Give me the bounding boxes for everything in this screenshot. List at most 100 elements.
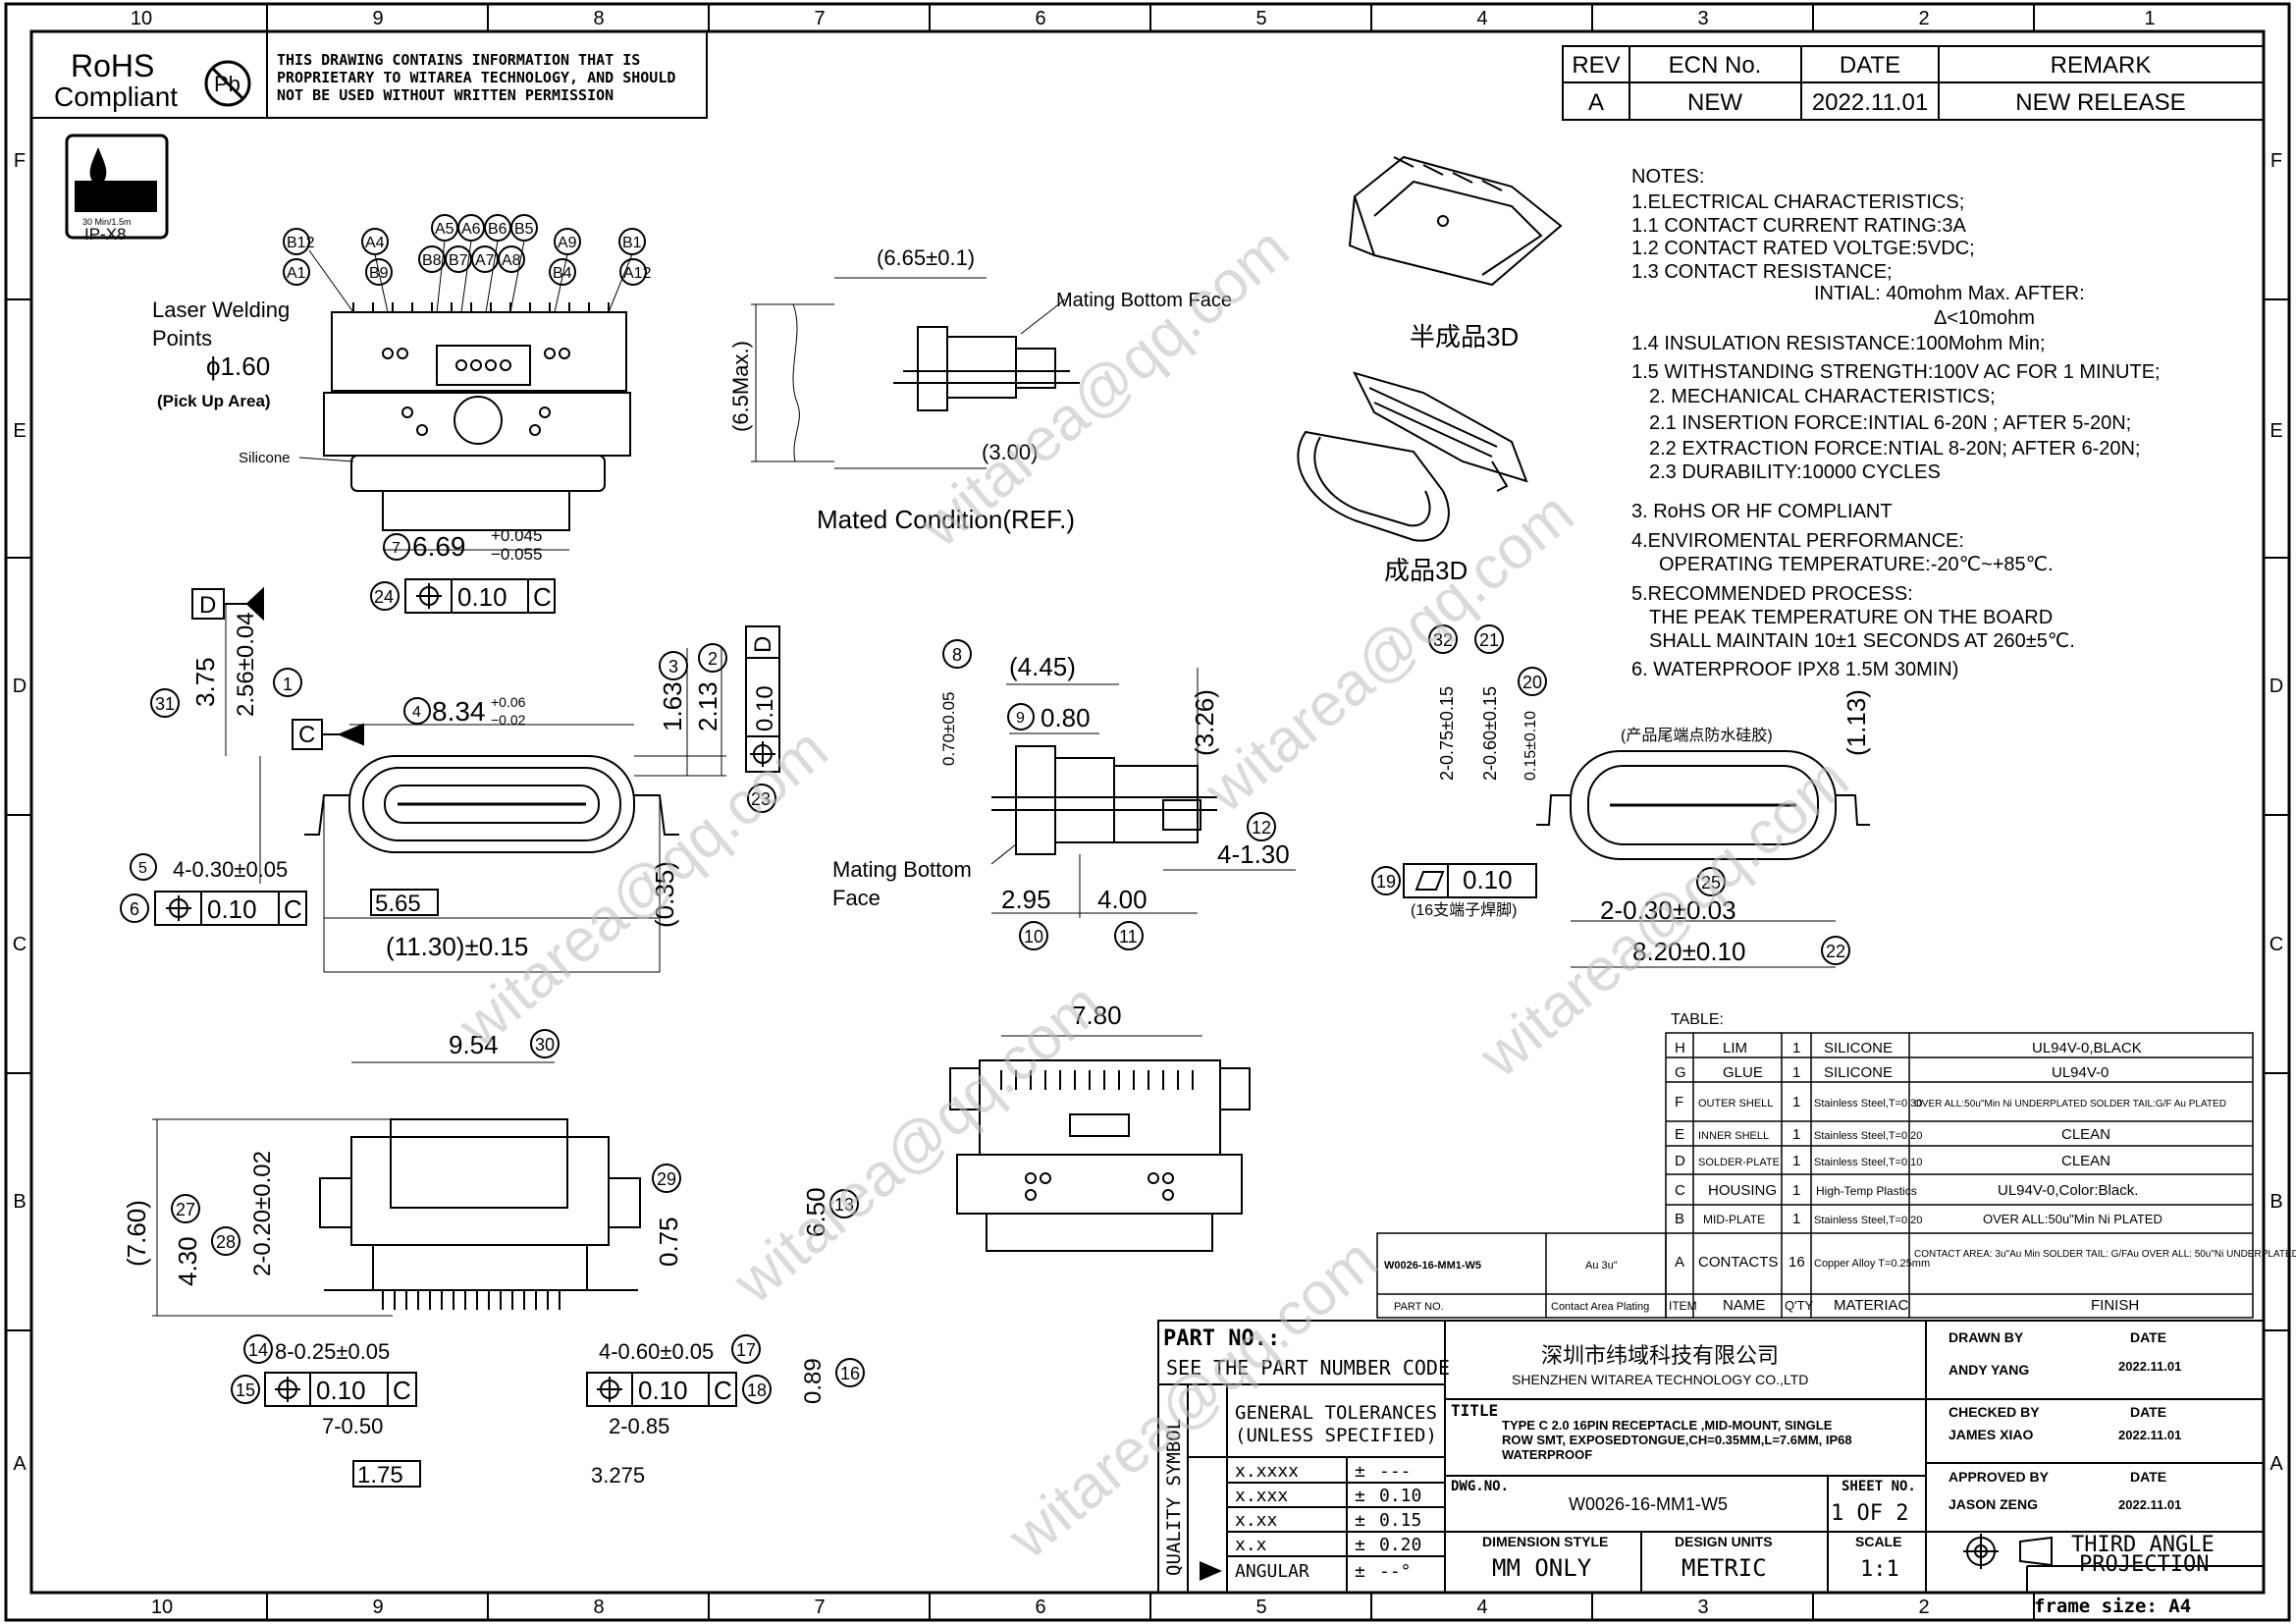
sheet-value: 1 OF 2 bbox=[1831, 1501, 1908, 1526]
col-label: 4 bbox=[1476, 8, 1487, 29]
checked-date-value: 2022.11.01 bbox=[2118, 1428, 2181, 1442]
sheet-border: 10 9 8 7 6 5 4 3 2 1 10 9 8 7 6 5 4 3 2 … bbox=[4, 2, 2291, 1622]
date-header: DATE bbox=[1840, 52, 1900, 79]
dim-669-plus: +0.045 bbox=[491, 526, 542, 545]
table-cell: Copper Alloy T=0.25mm bbox=[1814, 1258, 1930, 1270]
dim-565: 5.65 bbox=[375, 891, 421, 917]
rohs-block: RoHS Compliant Pb THIS DRAWING CONTAINS … bbox=[30, 30, 708, 119]
dim-326: (3.26) bbox=[1190, 689, 1219, 756]
note-line: 1.1 CONTACT CURRENT RATING:3A bbox=[1631, 215, 1966, 237]
dim-780: 7.80 bbox=[1072, 1001, 1122, 1030]
table-cell: INNER SHELL bbox=[1698, 1130, 1769, 1142]
dim-400: 4.00 bbox=[1097, 885, 1148, 914]
svg-text:10: 10 bbox=[1024, 927, 1043, 947]
note-line: 1.4 INSULATION RESISTANCE:100Mohm Min; bbox=[1631, 333, 2046, 354]
col-label: 9 bbox=[372, 1597, 383, 1618]
watermark: witarea@qq.com bbox=[721, 970, 1115, 1317]
table-cell: SOLDER-PLATE bbox=[1698, 1157, 1780, 1168]
svg-text:12: 12 bbox=[1252, 818, 1271, 838]
col-label: 6 bbox=[1035, 8, 1045, 29]
table-cell: HOUSING bbox=[1708, 1182, 1777, 1199]
pin-label: B12 bbox=[287, 235, 315, 251]
row-label: E bbox=[2269, 420, 2282, 442]
col-label: 7 bbox=[814, 1597, 825, 1618]
dim-style-value: MM ONLY bbox=[1492, 1554, 1592, 1582]
dim-175: 1.75 bbox=[357, 1462, 403, 1489]
table-cell: UL94V-0,Color:Black. bbox=[1998, 1182, 2138, 1199]
projection-line-1: THIRD ANGLE bbox=[2071, 1533, 2215, 1557]
dim-2085: 2-0.85 bbox=[609, 1414, 669, 1438]
table-cell: E bbox=[1675, 1126, 1684, 1143]
svg-text:20: 20 bbox=[1522, 673, 1542, 692]
table-plating: Au 3u" bbox=[1585, 1260, 1618, 1272]
col-label: 10 bbox=[151, 1597, 173, 1618]
pin-label: B8 bbox=[422, 252, 442, 269]
watermark: witarea@qq.com bbox=[1467, 744, 1861, 1091]
fcf19-tol: 0.10 bbox=[1463, 865, 1513, 894]
svg-text:21: 21 bbox=[1479, 630, 1499, 650]
col-label: 4 bbox=[1476, 1597, 1487, 1618]
col-label: 7 bbox=[814, 8, 825, 29]
tol-row: x.xxx bbox=[1235, 1486, 1288, 1506]
rohs-title: RoHS bbox=[71, 48, 154, 83]
table-cell: CLEAN bbox=[2061, 1126, 2110, 1143]
pin-label: B1 bbox=[622, 235, 642, 251]
projection-line-2: PROJECTION bbox=[2079, 1552, 2209, 1577]
svg-text:15: 15 bbox=[236, 1380, 255, 1400]
note-line: 2.2 EXTRACTION FORCE:NTIAL 8-20N; AFTER … bbox=[1649, 438, 2141, 460]
laser-welding-label: Laser Welding bbox=[152, 298, 290, 322]
approved-date-label: DATE bbox=[2130, 1469, 2166, 1485]
rohs-compliant: Compliant bbox=[54, 81, 178, 112]
final-3d-label: 成品3D bbox=[1384, 556, 1468, 585]
dim-820: 8.20±0.10 bbox=[1632, 937, 1745, 966]
table-header: FINISH bbox=[2091, 1297, 2139, 1314]
table-cell: CLEAN bbox=[2061, 1153, 2110, 1169]
quality-symbol-label: QUALITY SYMBOL bbox=[1163, 1419, 1185, 1576]
table-cell: Stainless Steel,T=0.20 bbox=[1814, 1130, 1922, 1142]
svg-text:19: 19 bbox=[1376, 872, 1396, 892]
table-cell: D bbox=[1675, 1153, 1685, 1169]
datum-d: D bbox=[199, 592, 216, 619]
pickup-diameter: ϕ1.60 bbox=[206, 352, 270, 381]
col-label: 1 bbox=[2144, 8, 2155, 29]
table-cell: 1 bbox=[1792, 1182, 1800, 1199]
note-line: 1.2 CONTACT RATED VOLTGE:5VDC; bbox=[1631, 238, 1975, 259]
pickup-area-label: (Pick Up Area) bbox=[157, 392, 271, 410]
col-label: 9 bbox=[372, 8, 383, 29]
table-header: NAME bbox=[1723, 1297, 1765, 1314]
svg-text:14: 14 bbox=[248, 1340, 268, 1360]
svg-text:2: 2 bbox=[708, 649, 718, 669]
note-line: 1.5 WITHSTANDING STRENGTH:100V AC FOR 1 … bbox=[1631, 361, 2161, 383]
drawn-date-value: 2022.11.01 bbox=[2118, 1359, 2181, 1374]
title-line-3: WATERPROOF bbox=[1502, 1447, 1592, 1462]
table-cell: 1 bbox=[1792, 1126, 1800, 1143]
rev-header: REV bbox=[1572, 52, 1620, 79]
dim-954: 9.54 bbox=[449, 1030, 499, 1059]
date-value: 2022.11.01 bbox=[1812, 89, 1928, 116]
checked-by-name: JAMES XIAO bbox=[1949, 1427, 2033, 1442]
side-view: 8 0.70±0.05 (4.45) 9 0.80 (3.26) 12 4-1.… bbox=[832, 639, 1296, 950]
dim-style-label: DIMENSION STYLE bbox=[1482, 1534, 1608, 1549]
no-lead-icon: Pb bbox=[204, 60, 251, 107]
ip-depth: 30 Min/1.5m bbox=[82, 217, 132, 227]
table-cell: 1 bbox=[1792, 1153, 1800, 1169]
pin-label: A6 bbox=[461, 221, 481, 238]
table-cell: 16 bbox=[1789, 1254, 1805, 1271]
dim-445: (4.45) bbox=[1009, 652, 1076, 681]
general-tol-1: GENERAL TOLERANCES bbox=[1235, 1402, 1437, 1424]
tol-row: ANGULAR bbox=[1235, 1561, 1309, 1582]
tol-row: --- bbox=[1379, 1461, 1412, 1482]
svg-text:5: 5 bbox=[138, 860, 147, 877]
table-cell: G bbox=[1675, 1064, 1686, 1081]
ipx8-badge: 30 Min/1.5m IP-X8 bbox=[65, 134, 169, 244]
pin-label: A12 bbox=[623, 265, 652, 282]
dim-375: 3.75 bbox=[190, 657, 220, 707]
tol-row: 0.10 bbox=[1379, 1486, 1421, 1506]
drawn-date-label: DATE bbox=[2130, 1329, 2166, 1345]
dim-080: 0.80 bbox=[1041, 703, 1091, 732]
company-cn: 深圳市纬域科技有限公司 bbox=[1541, 1343, 1779, 1368]
tol-row: ± bbox=[1355, 1535, 1365, 1555]
table-cell: High-Temp Plastics bbox=[1816, 1184, 1917, 1198]
frame-size: frame size: A4 bbox=[2034, 1596, 2191, 1617]
dim-130: 4-1.30 bbox=[1217, 839, 1290, 869]
